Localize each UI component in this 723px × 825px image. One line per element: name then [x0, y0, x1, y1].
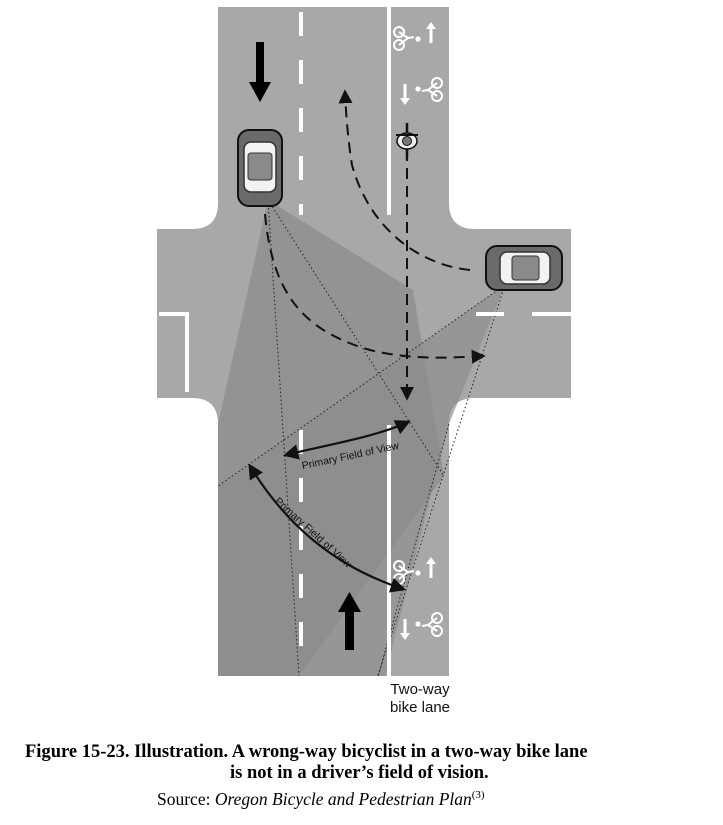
- up-arrow-icon: [426, 22, 436, 43]
- caption-source: Source: Oregon Bicycle and Pedestrian Pl…: [0, 784, 723, 810]
- source-title: Oregon Bicycle and Pedestrian Plan: [214, 788, 472, 809]
- right-car-turn-path: [338, 89, 471, 271]
- up-arrow-icon: [426, 557, 436, 578]
- upper-view-arc: [283, 420, 411, 460]
- bike-lane-label: Two-way bike lane: [370, 681, 470, 717]
- figure-caption: Figure 15-23. Illustration. A wrong-way …: [0, 742, 723, 810]
- traffic-direction-arrow-up-icon: [338, 592, 361, 650]
- bike-lane-symbols: [393, 22, 443, 640]
- lower-view-arc: [248, 463, 406, 593]
- car-westbound: [485, 245, 563, 291]
- car-southbound: [237, 129, 283, 207]
- field-of-view-arcs: [248, 420, 411, 593]
- caption-title-line1: Figure 15-23. Illustration. A wrong-way …: [25, 742, 588, 762]
- car-left-turn-path: [264, 213, 486, 364]
- bike-lane-label-line1: Two-way: [390, 681, 450, 698]
- bike-lane-label-line2: bike lane: [389, 699, 451, 716]
- down-arrow-icon: [400, 619, 410, 640]
- caption-title-line2: is not in a driver’s field of vision.: [230, 763, 489, 783]
- traffic-direction-arrow-down-icon: [249, 42, 271, 102]
- stop-bar-left: [159, 312, 189, 392]
- travel-paths: [264, 89, 486, 401]
- source-prefix: Source:: [157, 788, 215, 809]
- source-reference: (3): [471, 789, 485, 801]
- down-arrow-icon: [400, 84, 410, 105]
- wrong-way-bicyclist: [396, 123, 418, 159]
